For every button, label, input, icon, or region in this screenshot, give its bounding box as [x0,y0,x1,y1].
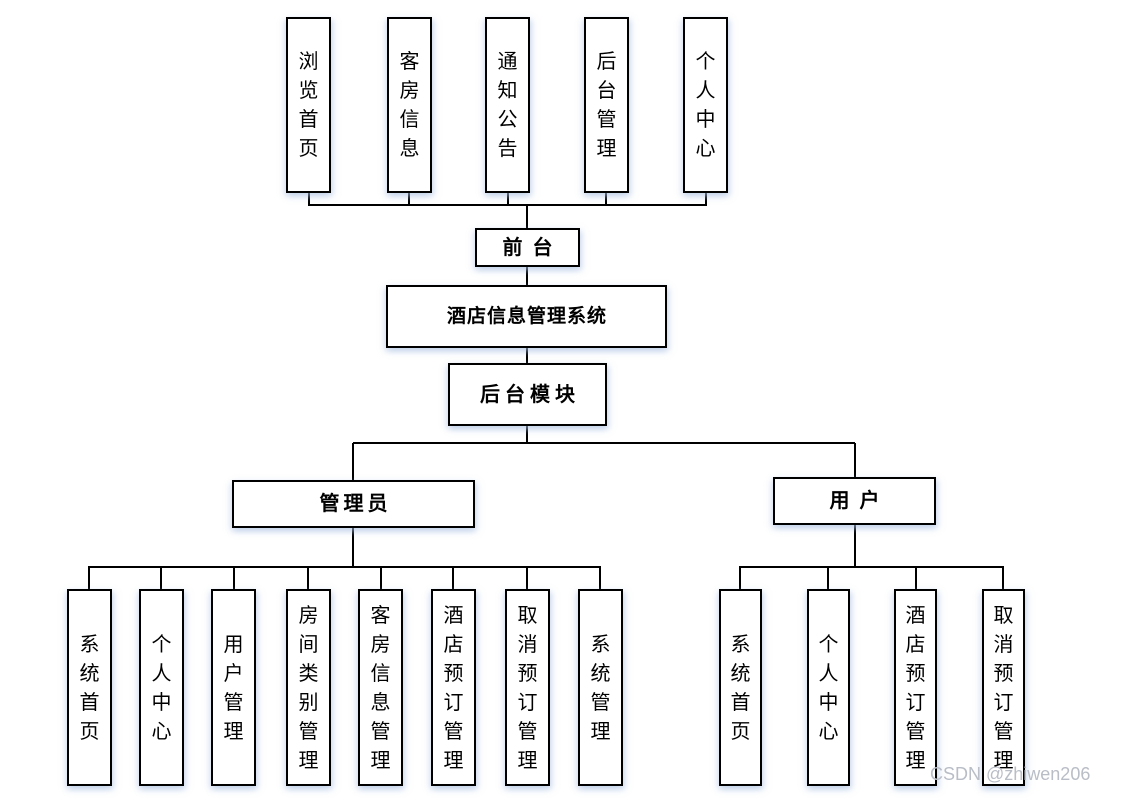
node-label: 个人中心 [818,631,839,743]
node-label: 用户管理 [223,631,244,743]
csdn-watermark: CSDN @zhiwen206 [930,764,1091,784]
node-label: 个人中心 [151,631,172,743]
node-label: 管理员 [319,493,392,515]
node-label: 客房信息管理 [370,602,391,772]
node-admin-room-type-manage: 房间类别管理 [286,589,331,786]
node-label: 系统管理 [590,631,611,743]
node-front-desk: 前台 [475,228,580,267]
node-admin-hotel-booking-manage: 酒店预订管理 [431,589,476,786]
node-label: 取消预订管理 [517,602,538,772]
node-label: 酒店信息管理系统 [446,306,607,327]
node-browse-home: 浏览首页 [286,17,331,193]
node-admin-personal-center: 个人中心 [139,589,184,786]
node-label: 前台 [502,236,563,259]
node-user-personal-center: 个人中心 [807,589,850,786]
node-label: 客房信息 [399,49,420,160]
node-label: 后台模块 [480,383,580,406]
node-notice: 通知公告 [485,17,530,193]
node-user-system-home: 系统首页 [719,589,762,786]
node-label: 系统首页 [79,631,100,743]
node-label: 酒店预订管理 [443,602,464,772]
node-admin-system-manage: 系统管理 [578,589,623,786]
node-user-hotel-booking-manage: 酒店预订管理 [894,589,937,786]
node-admin-user-manage: 用户管理 [211,589,256,786]
node-admin: 管理员 [232,480,475,528]
node-personal-center: 个人中心 [683,17,728,193]
node-admin-room-info-manage: 客房信息管理 [358,589,403,786]
node-label: 个人中心 [695,49,716,160]
node-user: 用户 [773,477,936,525]
node-label: 浏览首页 [298,49,319,160]
node-label: 系统首页 [730,631,751,743]
node-system-root: 酒店信息管理系统 [386,285,667,348]
node-label: 通知公告 [497,49,518,160]
node-label: 用户 [829,490,890,512]
node-label: 酒店预订管理 [905,602,926,772]
node-back-module: 后台模块 [448,363,607,426]
node-user-cancel-booking-manage: 取消预订管理 [982,589,1025,786]
node-backend-manage: 后台管理 [584,17,629,193]
node-label: 后台管理 [596,49,617,160]
node-admin-cancel-booking-manage: 取消预订管理 [505,589,550,786]
node-label: 房间类别管理 [298,602,319,772]
node-label: 取消预订管理 [993,602,1014,772]
node-room-info: 客房信息 [387,17,432,193]
node-admin-system-home: 系统首页 [67,589,112,786]
